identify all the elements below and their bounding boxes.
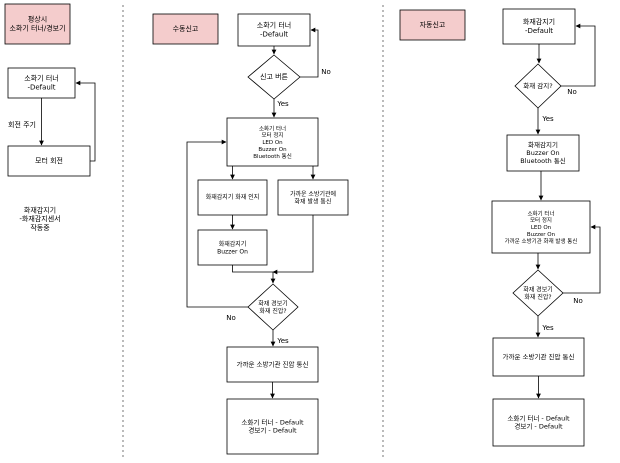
auto-edge-detect-no-loop [561, 23, 596, 87]
manual-motor-default-label: 소화기 터너-Default [257, 21, 291, 39]
auto-yes-2: Yes [541, 324, 554, 332]
auto-detector-default-label: 화재감지기-Default [523, 17, 555, 35]
manual-comm-done-box: 가까운 소방기관 진압 통신 [226, 346, 319, 383]
manual-edge-button-no-loop [300, 27, 319, 78]
left-motor-rotate-box: 모터 회전 [7, 145, 91, 177]
left-motor-rotate-label: 모터 회전 [35, 156, 63, 165]
left-motor-default-label: 소화기 터너-Default [24, 74, 58, 92]
manual-motor-default-box: 소화기 터너-Default [237, 13, 311, 47]
manual-yes-2: Yes [276, 337, 289, 345]
auto-fire-detected-decision: 화재 감지? [514, 63, 562, 109]
manual-detector-check-box: 화재감지기 화재 인지 [197, 179, 268, 216]
manual-no-2: No [226, 314, 236, 322]
auto-no-2: No [573, 297, 583, 305]
section-auto-header: 자동신고 [399, 9, 466, 41]
auto-comm-done-label: 가까운 소방기관 진압 통신 [503, 352, 575, 361]
left-edge-rotate-loop [75, 80, 96, 162]
auto-fire-detected-label: 화재 감지? [523, 81, 552, 90]
manual-yes-1: Yes [276, 100, 289, 108]
section-auto-label: 자동신고 [420, 20, 446, 29]
auto-detector-default-box: 화재감지기-Default [502, 8, 576, 45]
manual-comm-done-label: 가까운 소방기관 진압 통신 [237, 360, 309, 369]
auto-yes-1: Yes [541, 115, 554, 123]
section-manual-label: 수동신고 [173, 24, 199, 33]
manual-edge-station-to-decision [272, 215, 314, 275]
auto-comm-done-box: 가까운 소방기관 진압 통신 [492, 337, 585, 377]
manual-report-button-label: 신고 버튼 [260, 72, 289, 81]
manual-edge-alarm-to-decision [232, 265, 276, 284]
manual-report-button-decision: 신고 버튼 [247, 54, 301, 100]
manual-edge-decision-no-loop [186, 139, 248, 308]
manual-no-1: No [321, 68, 331, 76]
left-rotation-cycle-label: 회전 주기 [8, 120, 36, 129]
auto-no-1: No [567, 88, 577, 96]
left-motor-default-box: 소화기 터너-Default [7, 67, 76, 99]
section-manual-header: 수동신고 [152, 13, 219, 45]
auto-edge-decision-no-loop [563, 224, 601, 294]
manual-detector-check-label: 화재감지기 화재 인지 [206, 193, 260, 201]
